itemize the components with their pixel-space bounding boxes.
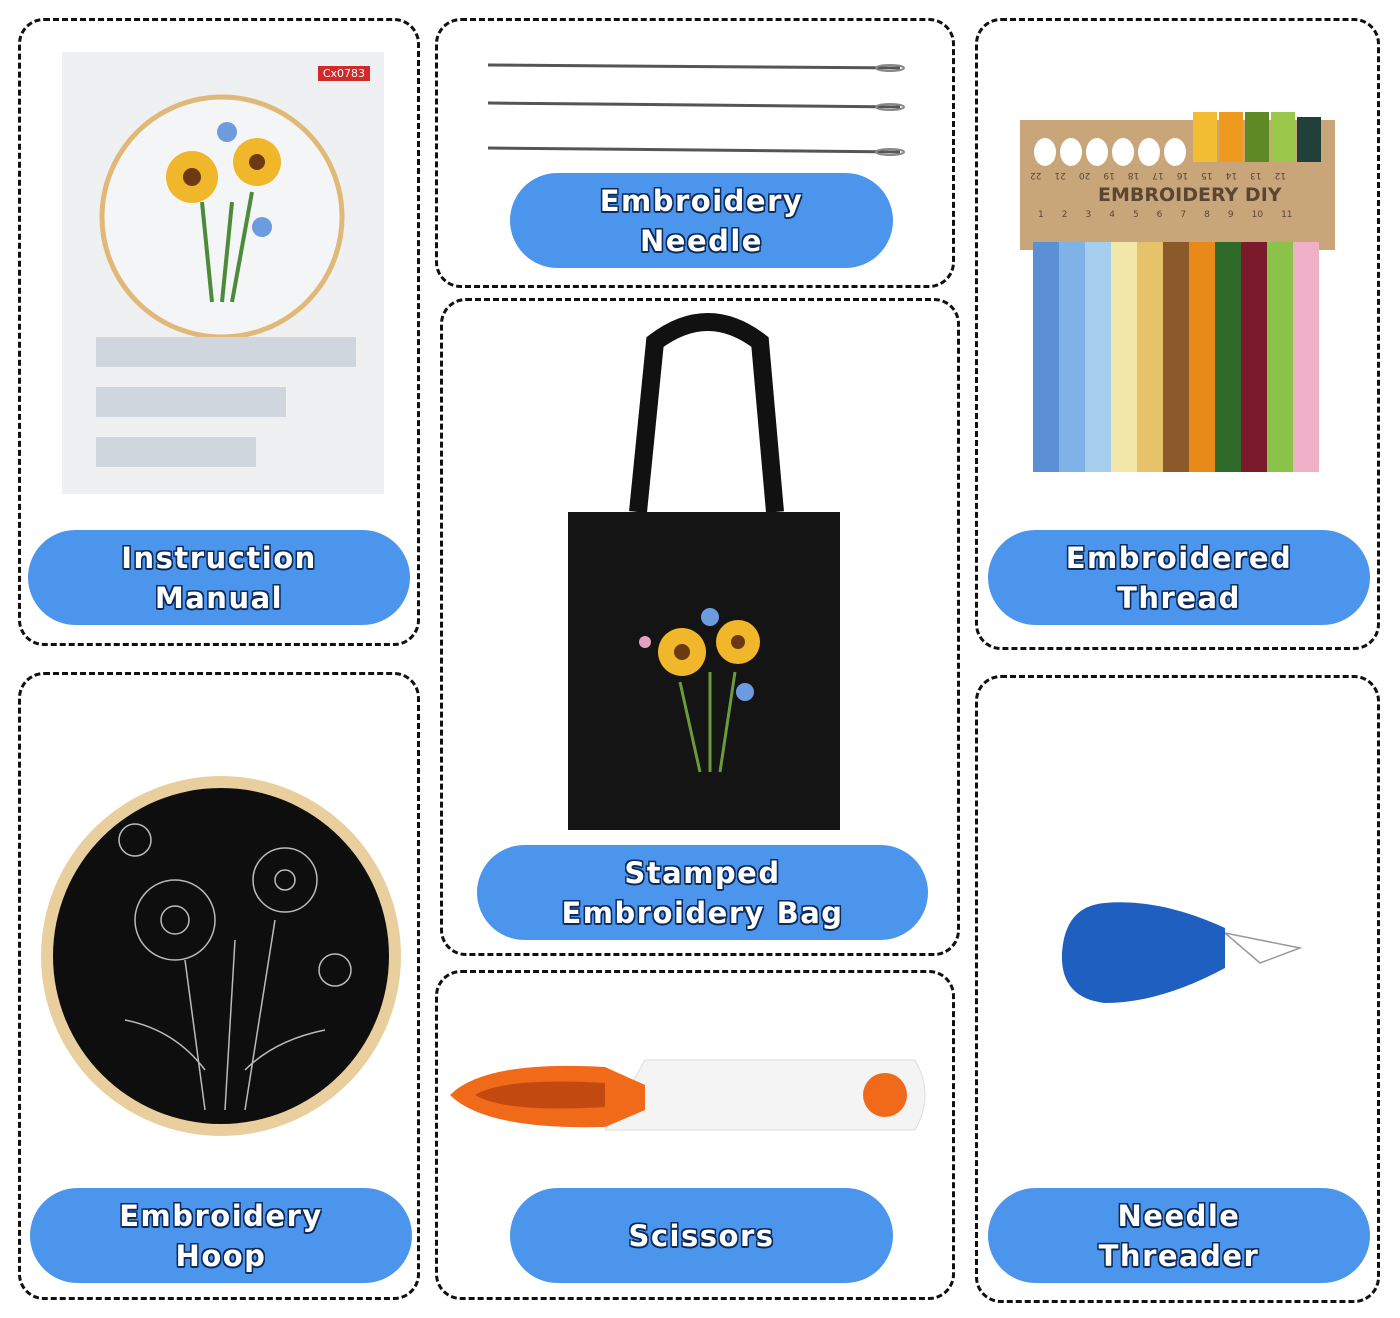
needle-threader-image: [1061, 902, 1303, 1003]
panel-needle-threader: [975, 675, 1380, 1303]
manual-code-badge: Cx0783: [317, 66, 370, 81]
tote-bag-image: [568, 313, 840, 830]
thread-card-title: EMBROIDERY DIY: [1098, 184, 1282, 206]
thread-skeins: [1033, 112, 1321, 472]
panel-embroidery-needle: [435, 18, 955, 288]
label-scissors: Scissors: [510, 1188, 893, 1283]
panel-scissors: [435, 970, 955, 1300]
needles-image: [487, 63, 905, 156]
panel-embroidery-hoop: [18, 672, 420, 1300]
panel-instruction-manual: [18, 18, 420, 646]
manual-illustration: [96, 94, 356, 467]
panel-stamped-embroidery-bag: [440, 298, 960, 956]
instruction-manual-image: Cx0783: [62, 52, 384, 494]
embroidery-hoop-image: [41, 776, 401, 1136]
scissors-image: [450, 1059, 926, 1131]
panel-embroidered-thread: [975, 18, 1380, 650]
